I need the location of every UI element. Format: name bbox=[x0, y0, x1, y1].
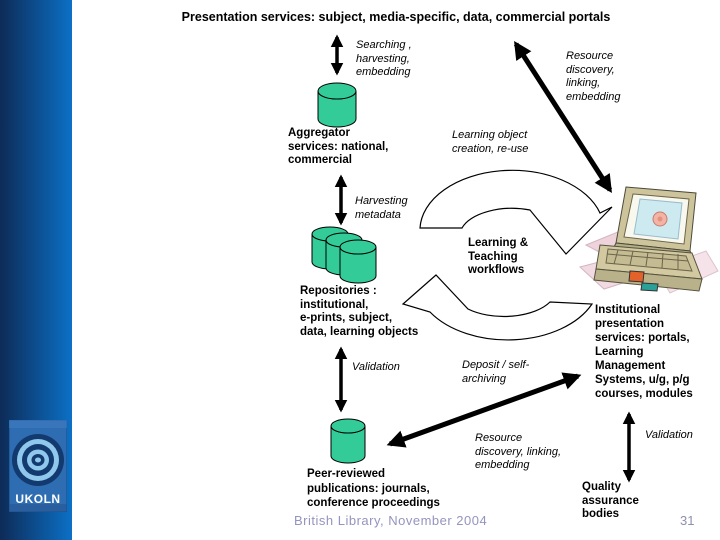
node-label-repositories: Repositories : institutional, e-prints, … bbox=[300, 285, 419, 338]
ukoln-logo-text: UKOLN bbox=[15, 492, 61, 506]
slide-title: Presentation services: subject, media-sp… bbox=[181, 10, 611, 24]
database-cylinder-icon bbox=[330, 418, 366, 464]
flow-label-resource-discovery-bottom: Resource discovery, linking, embedding bbox=[475, 432, 561, 471]
node-label-quality-assurance: Quality assurance bodies bbox=[582, 481, 639, 520]
database-cylinder-icon bbox=[317, 82, 357, 128]
node-label-learning-teaching-workflows: Learning & Teaching workflows bbox=[468, 237, 529, 276]
flow-label-learning-object: Learning object creation, re-use bbox=[452, 129, 529, 155]
flow-label-validation-left: Validation bbox=[352, 361, 400, 373]
resource-discovery-top-double-arrow-icon bbox=[513, 40, 613, 194]
cycle-arrows-icon-lower bbox=[401, 274, 594, 341]
database-cylinder-stack-icon bbox=[311, 226, 377, 284]
flow-label-deposit-self-archiving: Deposit / self- archiving bbox=[462, 359, 530, 385]
slide-footer: British Library, November 2004 bbox=[294, 513, 488, 528]
node-label-peer-reviewed-publications: Peer-reviewed publications: journals, co… bbox=[307, 468, 440, 509]
flow-label-resource-discovery-top: Resource discovery, linking, embedding bbox=[566, 50, 621, 103]
node-label-aggregator-services: Aggregator services: national, commercia… bbox=[288, 127, 389, 166]
ukoln-logo bbox=[9, 420, 67, 512]
flow-label-validation-right: Validation bbox=[645, 429, 693, 441]
node-label-institutional-services: Institutional presentation services: por… bbox=[595, 304, 693, 400]
page-number: 31 bbox=[680, 513, 695, 528]
laptop-clipart bbox=[578, 186, 719, 294]
flow-label-searching: Searching , harvesting, embedding bbox=[356, 39, 412, 78]
resource-discovery-bottom-double-arrow-icon bbox=[386, 372, 582, 448]
flow-label-harvesting-metadata: Harvesting metadata bbox=[355, 195, 408, 221]
